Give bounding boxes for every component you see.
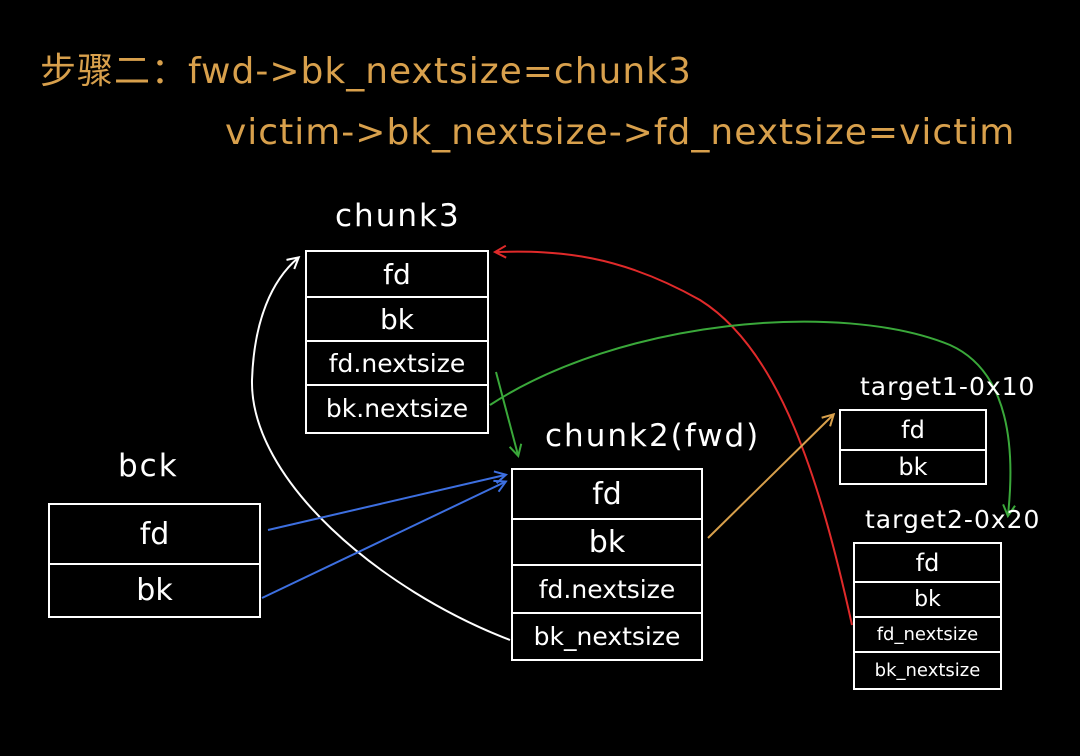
arrow-chunk2-to-target1 [707, 415, 833, 539]
target2-bk: bk [855, 581, 1000, 616]
bck-fd: fd [139, 516, 170, 552]
chunk3-label: chunk3 [335, 198, 461, 234]
arrow-chunk2-bk-nextsize-to-chunk3 [250, 258, 511, 641]
arrow-bck-fd-to-chunk2 [267, 475, 505, 531]
chunk2-label: chunk2(fwd) [545, 418, 761, 454]
target1-bk: bk [841, 449, 985, 483]
step-title: 步骤二：fwd->bk_nextsize=chunk3 [40, 51, 692, 92]
chunk3-bk-nextsize: bk.nextsize [307, 384, 487, 430]
chunk3-fd: fd [383, 257, 411, 291]
chunk2-fd: fd [592, 476, 622, 512]
chunk3-box: fd bk fd.nextsize bk.nextsize [305, 250, 489, 434]
target1-fd: fd [901, 416, 925, 444]
chunk2-box: fd bk fd.nextsize bk_nextsize [511, 468, 703, 661]
bck-bk: bk [50, 563, 259, 616]
target2-label: target2-0x20 [865, 505, 1041, 534]
chunk3-fd-nextsize: fd.nextsize [307, 340, 487, 384]
arrow-target2-fd-nextsize-to-chunk3 [496, 252, 853, 626]
chunk2-bk-nextsize: bk_nextsize [513, 612, 701, 659]
step-subtitle: victim->bk_nextsize->fd_nextsize=victim [225, 112, 1016, 153]
target1-box: fd bk [839, 409, 987, 485]
arrow-chunk3-to-chunk2 [495, 371, 518, 455]
target2-fd-nextsize: fd_nextsize [855, 616, 1000, 651]
target2-fd: fd [915, 548, 940, 577]
chunk2-fd-nextsize: fd.nextsize [513, 564, 701, 612]
target2-box: fd bk fd_nextsize bk_nextsize [853, 542, 1002, 690]
bck-box: fd bk [48, 503, 261, 618]
arrow-chunk3-bk-nextsize-to-target2 [489, 320, 1010, 515]
target2-bk-nextsize: bk_nextsize [855, 651, 1000, 688]
arrow-bck-bk-to-chunk2 [261, 482, 505, 599]
chunk2-bk: bk [513, 518, 701, 564]
target1-label: target1-0x10 [860, 372, 1036, 401]
chunk3-bk: bk [307, 296, 487, 340]
bck-label: bck [118, 448, 179, 484]
